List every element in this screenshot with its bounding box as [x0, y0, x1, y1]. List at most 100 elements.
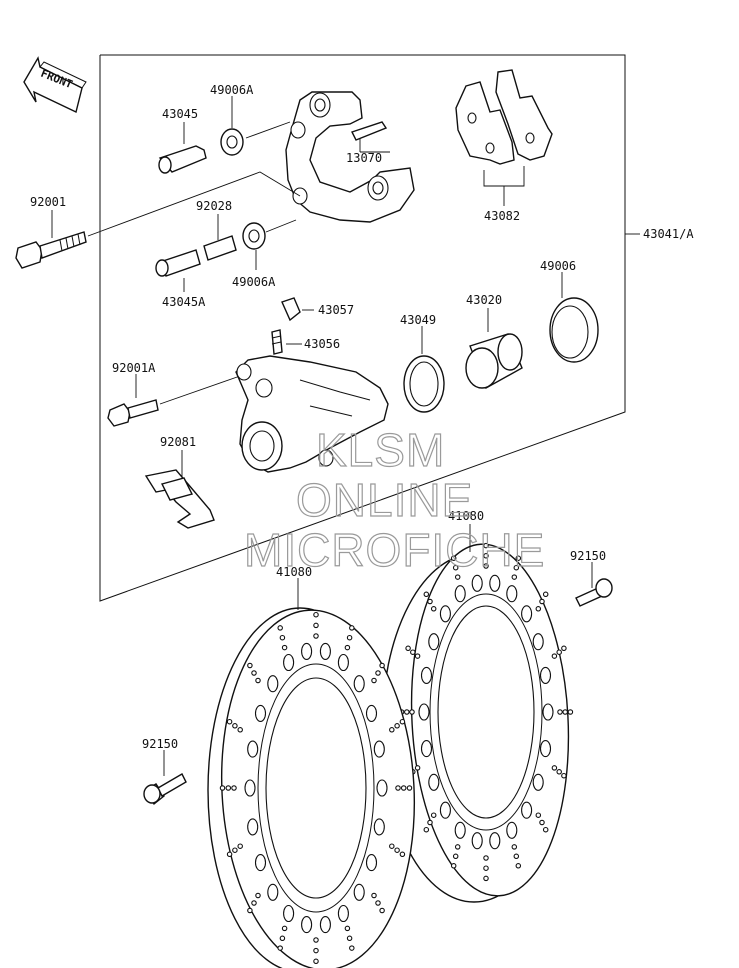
drill-hole — [353, 883, 365, 901]
caliper-body — [235, 355, 389, 473]
vent-dot — [346, 935, 353, 942]
drill-hole — [489, 574, 501, 592]
label-92150-right: 92150 — [570, 549, 606, 563]
watermark: KLSM ONLINE MICROFICHE — [243, 423, 545, 576]
label-49006A-top: 49006A — [210, 83, 254, 97]
drill-hole — [471, 574, 483, 592]
vent-dot — [371, 892, 377, 899]
label-49006A-mid: 49006A — [232, 275, 276, 289]
drill-hole — [454, 821, 466, 839]
label-43045: 43045 — [162, 107, 198, 121]
drill-hole — [539, 740, 552, 758]
vent-dot — [483, 865, 489, 871]
drill-hole — [454, 585, 466, 603]
vent-dot — [511, 574, 518, 580]
vent-dot — [483, 875, 489, 882]
drill-hole — [521, 801, 533, 819]
drill-hole — [539, 666, 552, 684]
vent-dot — [423, 826, 430, 833]
drill-hole — [532, 773, 544, 791]
vent-dot — [313, 633, 319, 639]
vent-dot — [232, 847, 238, 853]
vent-dot — [255, 892, 261, 899]
vent-dot — [535, 606, 542, 612]
vent-dot — [226, 851, 233, 858]
vent-dot — [409, 709, 415, 715]
vent-dot — [375, 670, 381, 676]
vent-dot — [231, 785, 237, 791]
label-43082: 43082 — [484, 209, 520, 223]
vent-dot — [394, 723, 400, 729]
drill-hole — [373, 740, 385, 758]
vent-dot — [410, 649, 416, 655]
vent-dot — [346, 634, 353, 641]
drill-hole — [301, 916, 313, 934]
vent-dot — [395, 785, 401, 791]
drill-hole — [267, 675, 279, 693]
slide-pin-43045A — [155, 235, 237, 277]
vent-dot — [539, 598, 545, 605]
vent-dot — [556, 769, 562, 775]
label-92001: 92001 — [30, 195, 66, 209]
watermark-line2: ONLINE — [296, 474, 473, 526]
drill-hole — [471, 832, 483, 850]
vent-dot — [279, 634, 286, 641]
drill-hole — [244, 779, 256, 797]
slide-pin-43045 — [158, 145, 207, 174]
vent-dot — [279, 935, 286, 942]
vent-dot — [344, 644, 351, 651]
drill-hole — [428, 773, 440, 791]
vent-dot — [219, 785, 226, 791]
vent-dot — [450, 555, 457, 561]
drill-hole — [337, 653, 349, 672]
vent-dot — [556, 649, 562, 655]
vent-dot — [513, 853, 520, 860]
drill-hole — [254, 854, 267, 872]
drill-hole — [353, 675, 365, 693]
vent-dot — [389, 727, 395, 733]
label-92001A: 92001A — [112, 361, 156, 375]
vent-dot — [349, 625, 355, 631]
vent-dot — [344, 925, 351, 932]
boot-49006A-mid — [242, 222, 266, 250]
drill-hole — [319, 642, 331, 660]
vent-dot — [379, 662, 385, 669]
vent-dot — [394, 847, 400, 853]
label-43020: 43020 — [466, 293, 502, 307]
drill-hole — [420, 740, 433, 758]
assembly-outline — [99, 54, 626, 602]
vent-dot — [450, 863, 457, 869]
vent-dot — [251, 900, 257, 906]
vent-dot — [483, 855, 489, 861]
drill-hole — [376, 779, 388, 797]
vent-dot — [567, 709, 574, 715]
boot-49006A-top — [220, 128, 244, 156]
bleeder-valve-43056 — [271, 329, 283, 355]
vent-dot — [551, 653, 558, 659]
drill-hole — [373, 818, 385, 836]
vent-dot — [281, 925, 288, 932]
label-43045A: 43045A — [162, 295, 206, 309]
label-92028: 92028 — [196, 199, 232, 213]
vent-dot — [237, 843, 243, 849]
brake-disc-left-holes — [219, 611, 413, 965]
vent-dot — [349, 945, 355, 951]
vent-dot — [313, 622, 319, 629]
vent-dot — [452, 853, 459, 860]
label-49006: 49006 — [540, 259, 576, 273]
vent-dot — [313, 611, 319, 618]
watermark-line1: KLSM — [316, 424, 445, 476]
drill-hole — [301, 642, 313, 660]
drill-hole — [532, 633, 544, 651]
vent-dot — [389, 843, 395, 849]
vent-dot — [561, 772, 567, 779]
vent-dot — [226, 718, 233, 725]
drill-hole — [283, 904, 295, 923]
label-41080-right: 41080 — [448, 509, 484, 523]
drill-hole — [506, 821, 518, 839]
vent-dot — [430, 606, 437, 612]
vent-dot — [423, 591, 430, 598]
drill-hole — [439, 605, 451, 623]
piston-seal-43049 — [403, 355, 445, 413]
vent-dot — [542, 591, 549, 598]
